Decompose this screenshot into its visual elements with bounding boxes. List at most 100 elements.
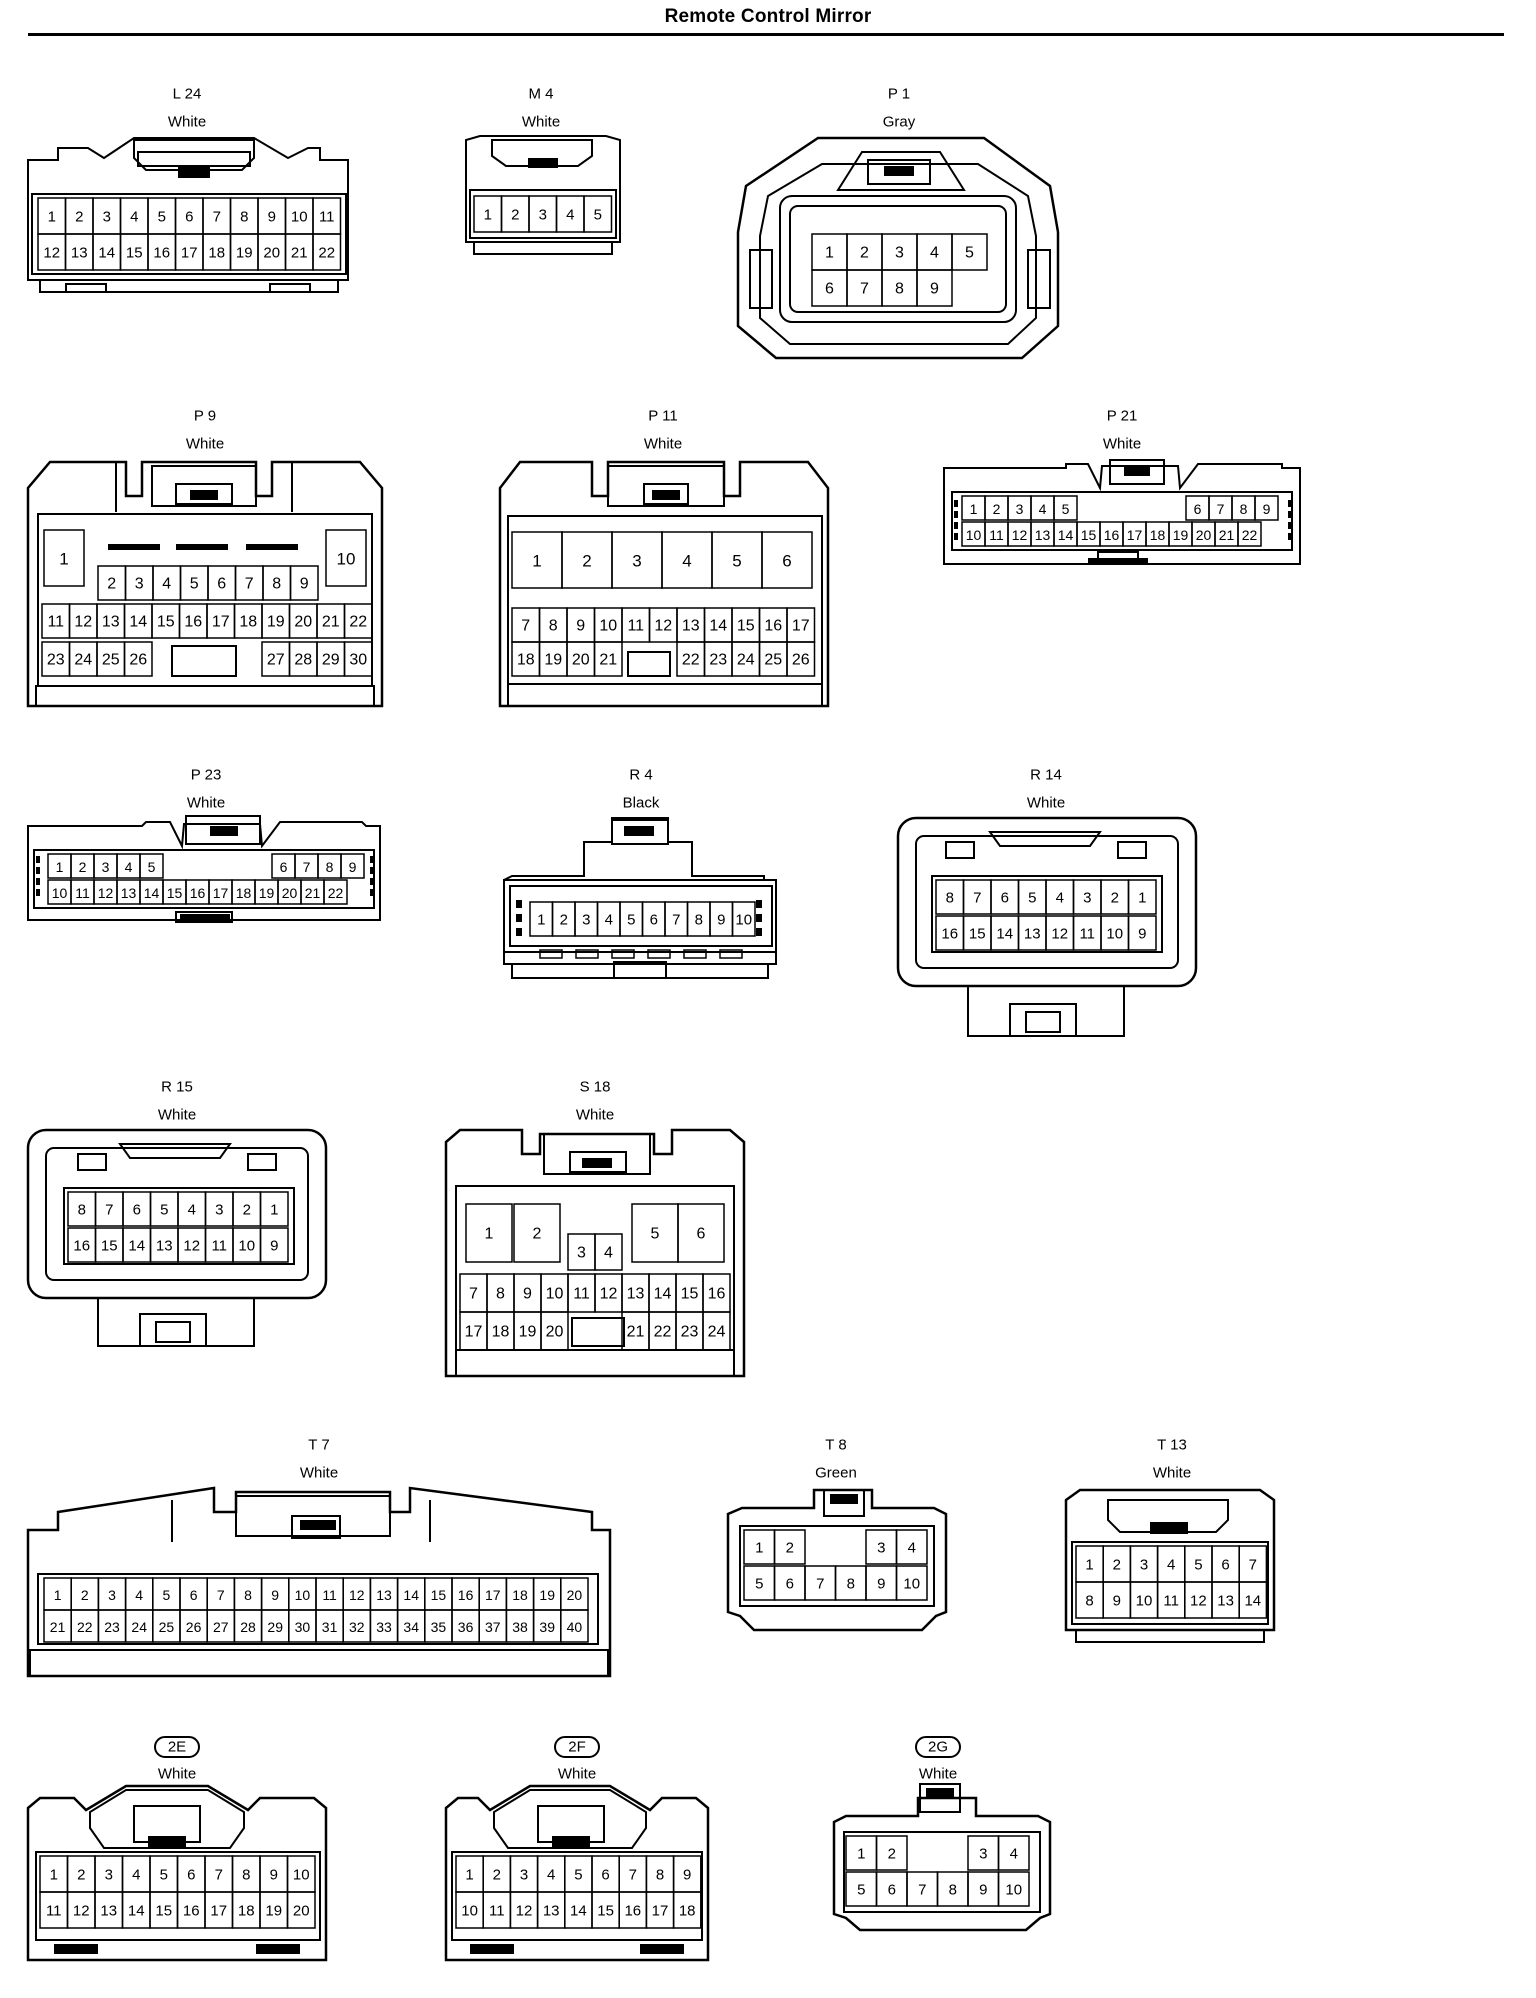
- pin-number: 32: [349, 1619, 365, 1635]
- pin-number: 13: [1024, 926, 1041, 943]
- pin-cell: 29: [316, 641, 346, 677]
- latch-tab: [552, 1836, 590, 1848]
- side-rib: [1288, 500, 1292, 507]
- pin-number: 4: [604, 1245, 613, 1262]
- pin-number: 16: [764, 618, 782, 635]
- pin-number: 24: [131, 1619, 147, 1635]
- latch-tab: [582, 1158, 612, 1168]
- pin-cell: 8: [1231, 495, 1256, 521]
- pin-cell: 10: [997, 1871, 1030, 1907]
- pin-box: [951, 233, 988, 271]
- pin-number: 8: [244, 1587, 252, 1603]
- pin-number: 8: [78, 1202, 86, 1219]
- connector-code: T 8: [825, 1437, 846, 1454]
- pin-cell: 2: [773, 1529, 806, 1565]
- side-rib: [954, 511, 958, 518]
- connector-color: White: [300, 1465, 338, 1482]
- pin-number: 20: [263, 245, 280, 262]
- pin-cell: 19: [1168, 521, 1193, 547]
- pin-number: 10: [461, 1903, 478, 1920]
- connector-code: 2F: [568, 1739, 586, 1756]
- pin-cell: 20: [540, 1311, 569, 1351]
- pin-number: 9: [300, 576, 309, 593]
- pin-number: 8: [1085, 1593, 1093, 1610]
- pin-number: 12: [73, 1903, 90, 1920]
- pin-number: 26: [792, 652, 810, 669]
- pin-number: 19: [1173, 527, 1189, 543]
- pin-box: [323, 879, 348, 905]
- pin-cell: 13: [1030, 521, 1055, 547]
- pin-cell: 1: [43, 1577, 72, 1611]
- pin-number: 23: [709, 652, 727, 669]
- pin-box: [672, 1891, 702, 1929]
- pin-cell: 21: [593, 641, 623, 677]
- pin-cell: 6: [641, 901, 666, 937]
- pin-number: 14: [98, 245, 115, 262]
- pin-cell: 9: [916, 269, 953, 307]
- pin-number: 10: [238, 1238, 255, 1255]
- pin-cell: 26: [123, 641, 153, 677]
- pin-cell: 17: [645, 1891, 675, 1929]
- latch-tab: [830, 1494, 858, 1504]
- connector-code: 2G: [928, 1739, 948, 1756]
- pin-number: 12: [1190, 1593, 1207, 1610]
- pin-cell: 20: [286, 1891, 316, 1929]
- pin-number: 20: [1196, 527, 1212, 543]
- pin-cell: 13: [149, 1227, 179, 1263]
- pin-number: 6: [190, 1587, 198, 1603]
- pin-cell: 8: [834, 1565, 867, 1601]
- pin-number: 18: [517, 652, 535, 669]
- bottom-slot: [683, 949, 707, 959]
- base-tab: [269, 283, 311, 293]
- pin-number: 15: [1081, 527, 1097, 543]
- pin-number: 20: [282, 885, 298, 901]
- pin-number: 7: [213, 209, 221, 226]
- pin-number: 13: [1035, 527, 1051, 543]
- pin-cell: 4: [895, 1529, 928, 1565]
- pin-number: 16: [458, 1587, 474, 1603]
- housing-base: [35, 685, 375, 707]
- pin-cell: 5: [1053, 495, 1078, 521]
- pin-cell: 20: [1191, 521, 1216, 547]
- pin-number: 4: [566, 207, 574, 224]
- pin-cell: 28: [288, 641, 318, 677]
- pin-number: 5: [160, 1202, 168, 1219]
- pin-cell: 7: [206, 1577, 236, 1611]
- pin-cell: 7: [1238, 1545, 1268, 1583]
- pin-cell: 17: [208, 879, 233, 905]
- pin-cell: 2: [70, 853, 95, 879]
- pin-cell: 4: [1045, 879, 1075, 915]
- pin-number: 16: [708, 1286, 726, 1303]
- pin-cell: 7: [234, 565, 264, 601]
- pin-box: [895, 1565, 928, 1601]
- pin-number: 9: [271, 1587, 279, 1603]
- pin-cell: 14: [123, 603, 153, 639]
- pin-number: 4: [130, 209, 138, 226]
- pin-number: 3: [895, 245, 904, 262]
- pin-box: [259, 1191, 289, 1227]
- pin-cell: 11: [41, 603, 71, 639]
- pin-cell: 7: [846, 269, 883, 307]
- pin-number: 19: [519, 1324, 537, 1341]
- pin-cell: 4: [536, 1855, 566, 1893]
- bottom-slot: [611, 949, 635, 959]
- pin-cell: 9: [260, 1577, 290, 1611]
- pin-number: 5: [1062, 501, 1070, 517]
- title-rule: [28, 33, 1504, 36]
- pin-cell: 21: [316, 603, 346, 639]
- latch-frame: [139, 1313, 207, 1347]
- pin-number: 1: [50, 1867, 58, 1884]
- pin-cell: 20: [288, 603, 318, 639]
- connector-color: White: [1027, 795, 1065, 812]
- pin-cell: 22: [648, 1311, 677, 1351]
- pin-number: 4: [132, 1867, 140, 1884]
- pin-cell: 4: [124, 1577, 154, 1611]
- pin-number: 2: [81, 1587, 89, 1603]
- pin-number: 2: [79, 859, 87, 875]
- pin-number: 8: [949, 1882, 957, 1899]
- pin-number: 19: [259, 885, 275, 901]
- pin-number: 8: [549, 618, 558, 635]
